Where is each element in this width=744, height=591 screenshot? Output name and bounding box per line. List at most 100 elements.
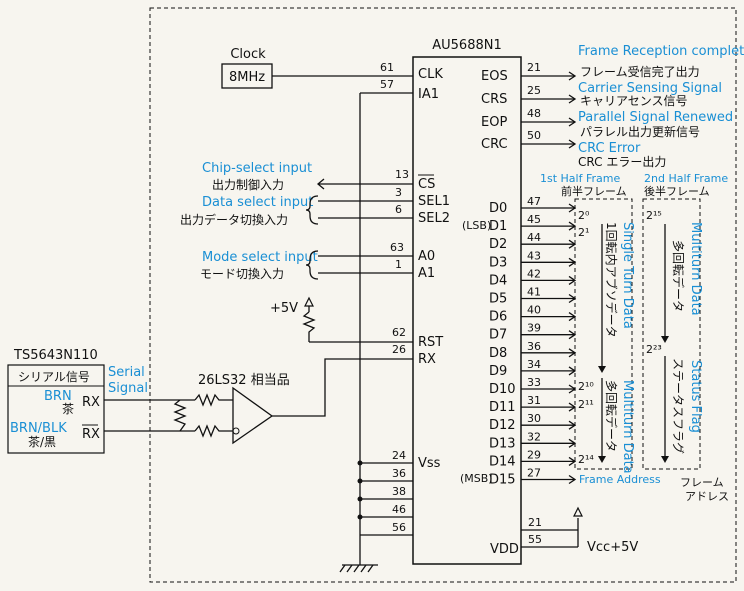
data-pin-number: 33 <box>527 376 541 389</box>
msb-label: (MSB) <box>460 472 493 485</box>
pin-num-63: 63 <box>390 241 404 254</box>
bit-2-14: 2¹⁴ <box>578 453 594 466</box>
status-flag-ja: ステータスフラグ <box>671 358 685 454</box>
first-half-ja: 前半フレーム <box>561 184 627 198</box>
plus5v-label: +5V <box>270 301 298 316</box>
data-pin-number: 34 <box>527 358 541 371</box>
pin-rst: RST <box>418 335 443 350</box>
pin-ia1: IA1 <box>418 87 439 102</box>
bit-2-10: 2¹⁰ <box>578 380 594 393</box>
sensor-serial-ja: シリアル信号 <box>18 370 90 384</box>
pin-num-21: 21 <box>527 61 541 74</box>
clock-label: Clock <box>230 47 266 62</box>
bit-2-11: 2¹¹ <box>578 398 594 411</box>
pin-crs: CRS <box>481 92 507 107</box>
data-pin-number: 30 <box>527 412 541 425</box>
data-pin-name: D11 <box>489 400 516 415</box>
multiturn-ja-1: 多回転データ <box>604 380 619 452</box>
data-pin-name: D10 <box>489 382 516 397</box>
eos-ja: フレーム受信完了出力 <box>580 64 700 79</box>
clock-freq: 8MHz <box>229 70 265 85</box>
receiver-icon <box>232 386 274 445</box>
sensor-rx: RX <box>82 395 100 410</box>
pin-sel1: SEL1 <box>418 194 450 209</box>
single-turn-en: Single Turn Data <box>620 222 635 329</box>
pin-num-13: 13 <box>395 168 409 181</box>
data-pin-arrow <box>568 366 577 376</box>
pin-num-25: 25 <box>527 84 541 97</box>
pin-num-62: 62 <box>392 326 406 339</box>
bit-2-0: 2⁰ <box>578 209 590 222</box>
pin-num-24: 24 <box>392 449 406 462</box>
lsb-label: (LSB) <box>462 219 491 232</box>
pin-num-26: 26 <box>392 343 406 356</box>
data-pin-number: 29 <box>527 448 541 461</box>
data-pins: 47D045D144D243D342D441D540D639D736D834D9… <box>489 195 577 488</box>
data-pin-name: D15 <box>489 473 516 488</box>
data-pin-name: D3 <box>489 255 507 270</box>
pin-num-1: 1 <box>395 258 402 271</box>
chip-name: AU5688N1 <box>432 38 502 53</box>
pin-num-56: 56 <box>392 521 406 534</box>
receiver-label: 26LS32 相当品 <box>198 373 290 388</box>
multiturn-en-1: Multiturn Data <box>620 380 635 474</box>
eos-en: Frame Reception completed <box>578 44 744 59</box>
pin-num-55: 55 <box>528 533 542 546</box>
eop-ja: パラレル出力更新信号 <box>580 124 700 139</box>
frame-address-ja-1: フレーム <box>680 476 724 489</box>
vcc-label: Vcc+5V <box>587 540 638 555</box>
data-pin-name: D4 <box>489 273 507 288</box>
data-pin-number: 47 <box>527 195 541 208</box>
mode-select-ja: モード切換入力 <box>200 267 284 281</box>
data-pin-arrow <box>568 402 577 412</box>
data-pin-name: D0 <box>489 201 507 216</box>
data-select-ja: 出力データ切換入力 <box>180 212 288 227</box>
sensor-rxbar: RX <box>82 427 100 442</box>
output-pins <box>521 71 577 149</box>
bit-2-23: 2²³ <box>646 343 662 356</box>
data-pin-name: D9 <box>489 364 507 379</box>
pin-rx: RX <box>418 352 436 367</box>
pin-num-21-vdd: 21 <box>528 516 542 529</box>
crs-ja: キャリアセンス信号 <box>580 94 688 108</box>
module-boundary <box>149 7 737 583</box>
data-pin-number: 41 <box>527 286 541 299</box>
first-half-en: 1st Half Frame <box>540 172 620 185</box>
second-half-box <box>642 198 701 470</box>
pin-num-6: 6 <box>395 203 402 216</box>
data-pin-name: D2 <box>489 237 507 252</box>
chip-select-en: Chip-select input <box>202 161 312 176</box>
pin-cs: CS <box>418 177 435 192</box>
pin-eos: EOS <box>481 69 508 84</box>
pin-crc: CRC <box>481 137 508 152</box>
single-turn-ja: 1回転内アブソデータ <box>604 222 619 338</box>
bit-2-15: 2¹⁵ <box>646 209 662 222</box>
multiturn-en-2: Multiturn Data <box>688 222 703 316</box>
second-half-en: 2nd Half Frame <box>644 172 728 185</box>
data-pin-name: D8 <box>489 346 507 361</box>
chip-body <box>412 56 522 565</box>
pin-vdd: VDD <box>490 542 519 557</box>
data-pin-name: D14 <box>489 454 516 469</box>
frame-address-en: Frame Address <box>579 473 661 486</box>
status-flag-en: Status Flag <box>688 360 703 433</box>
data-pin-number: 44 <box>527 231 541 244</box>
bit-2-1: 2¹ <box>578 226 589 239</box>
data-pin-arrow <box>568 456 577 466</box>
multiturn-ja-2: 多回転データ <box>671 240 686 312</box>
pin-num-3: 3 <box>395 186 402 199</box>
sensor-serial-en-2: Signal <box>108 381 148 396</box>
data-pin-number: 31 <box>527 394 541 407</box>
pin-num-61: 61 <box>380 61 394 74</box>
second-half-ja: 後半フレーム <box>644 184 710 198</box>
data-select-en: Data select input <box>202 195 313 210</box>
data-pin-number: 43 <box>527 249 541 262</box>
data-pin-number: 36 <box>527 340 541 353</box>
crc-en: CRC Error <box>578 141 641 156</box>
pin-eop: EOP <box>481 115 507 130</box>
chip-select-ja: 出力制御入力 <box>212 177 284 192</box>
data-pin-name: D12 <box>489 418 516 433</box>
data-pin-number: 42 <box>527 267 541 280</box>
pin-num-50: 50 <box>527 129 541 142</box>
